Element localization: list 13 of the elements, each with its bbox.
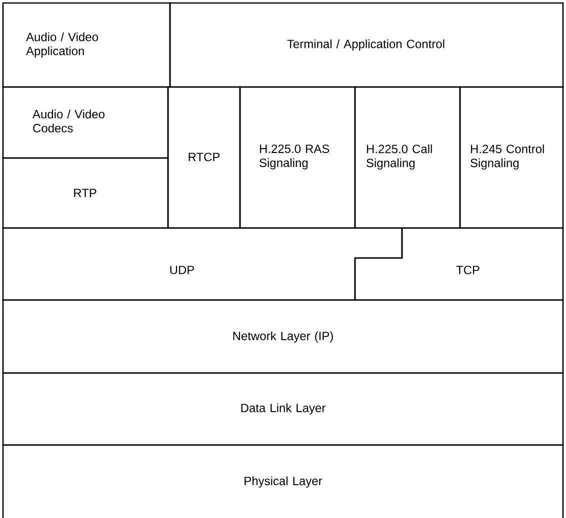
layer-box: Network Layer (IP) bbox=[2, 299, 564, 374]
layer-box: Data Link Layer bbox=[2, 372, 564, 446]
protocol-box: RTCP bbox=[167, 86, 241, 229]
protocol-box: Terminal / Application Control bbox=[169, 2, 564, 88]
protocol-box: Audio / Video Codecs bbox=[2, 86, 169, 159]
protocol-box: H.245 Control Signaling bbox=[459, 86, 564, 229]
protocol-box: H.225.0 Call Signaling bbox=[354, 86, 461, 229]
layer-box: UDP bbox=[2, 227, 403, 301]
protocol-box: Audio / Video Application bbox=[2, 2, 171, 88]
protocol-box: RTP bbox=[2, 157, 169, 229]
layer-box: Physical Layer bbox=[2, 444, 564, 518]
layer-box: TCP bbox=[354, 227, 564, 301]
protocol-box: H.225.0 RAS Signaling bbox=[239, 86, 356, 229]
